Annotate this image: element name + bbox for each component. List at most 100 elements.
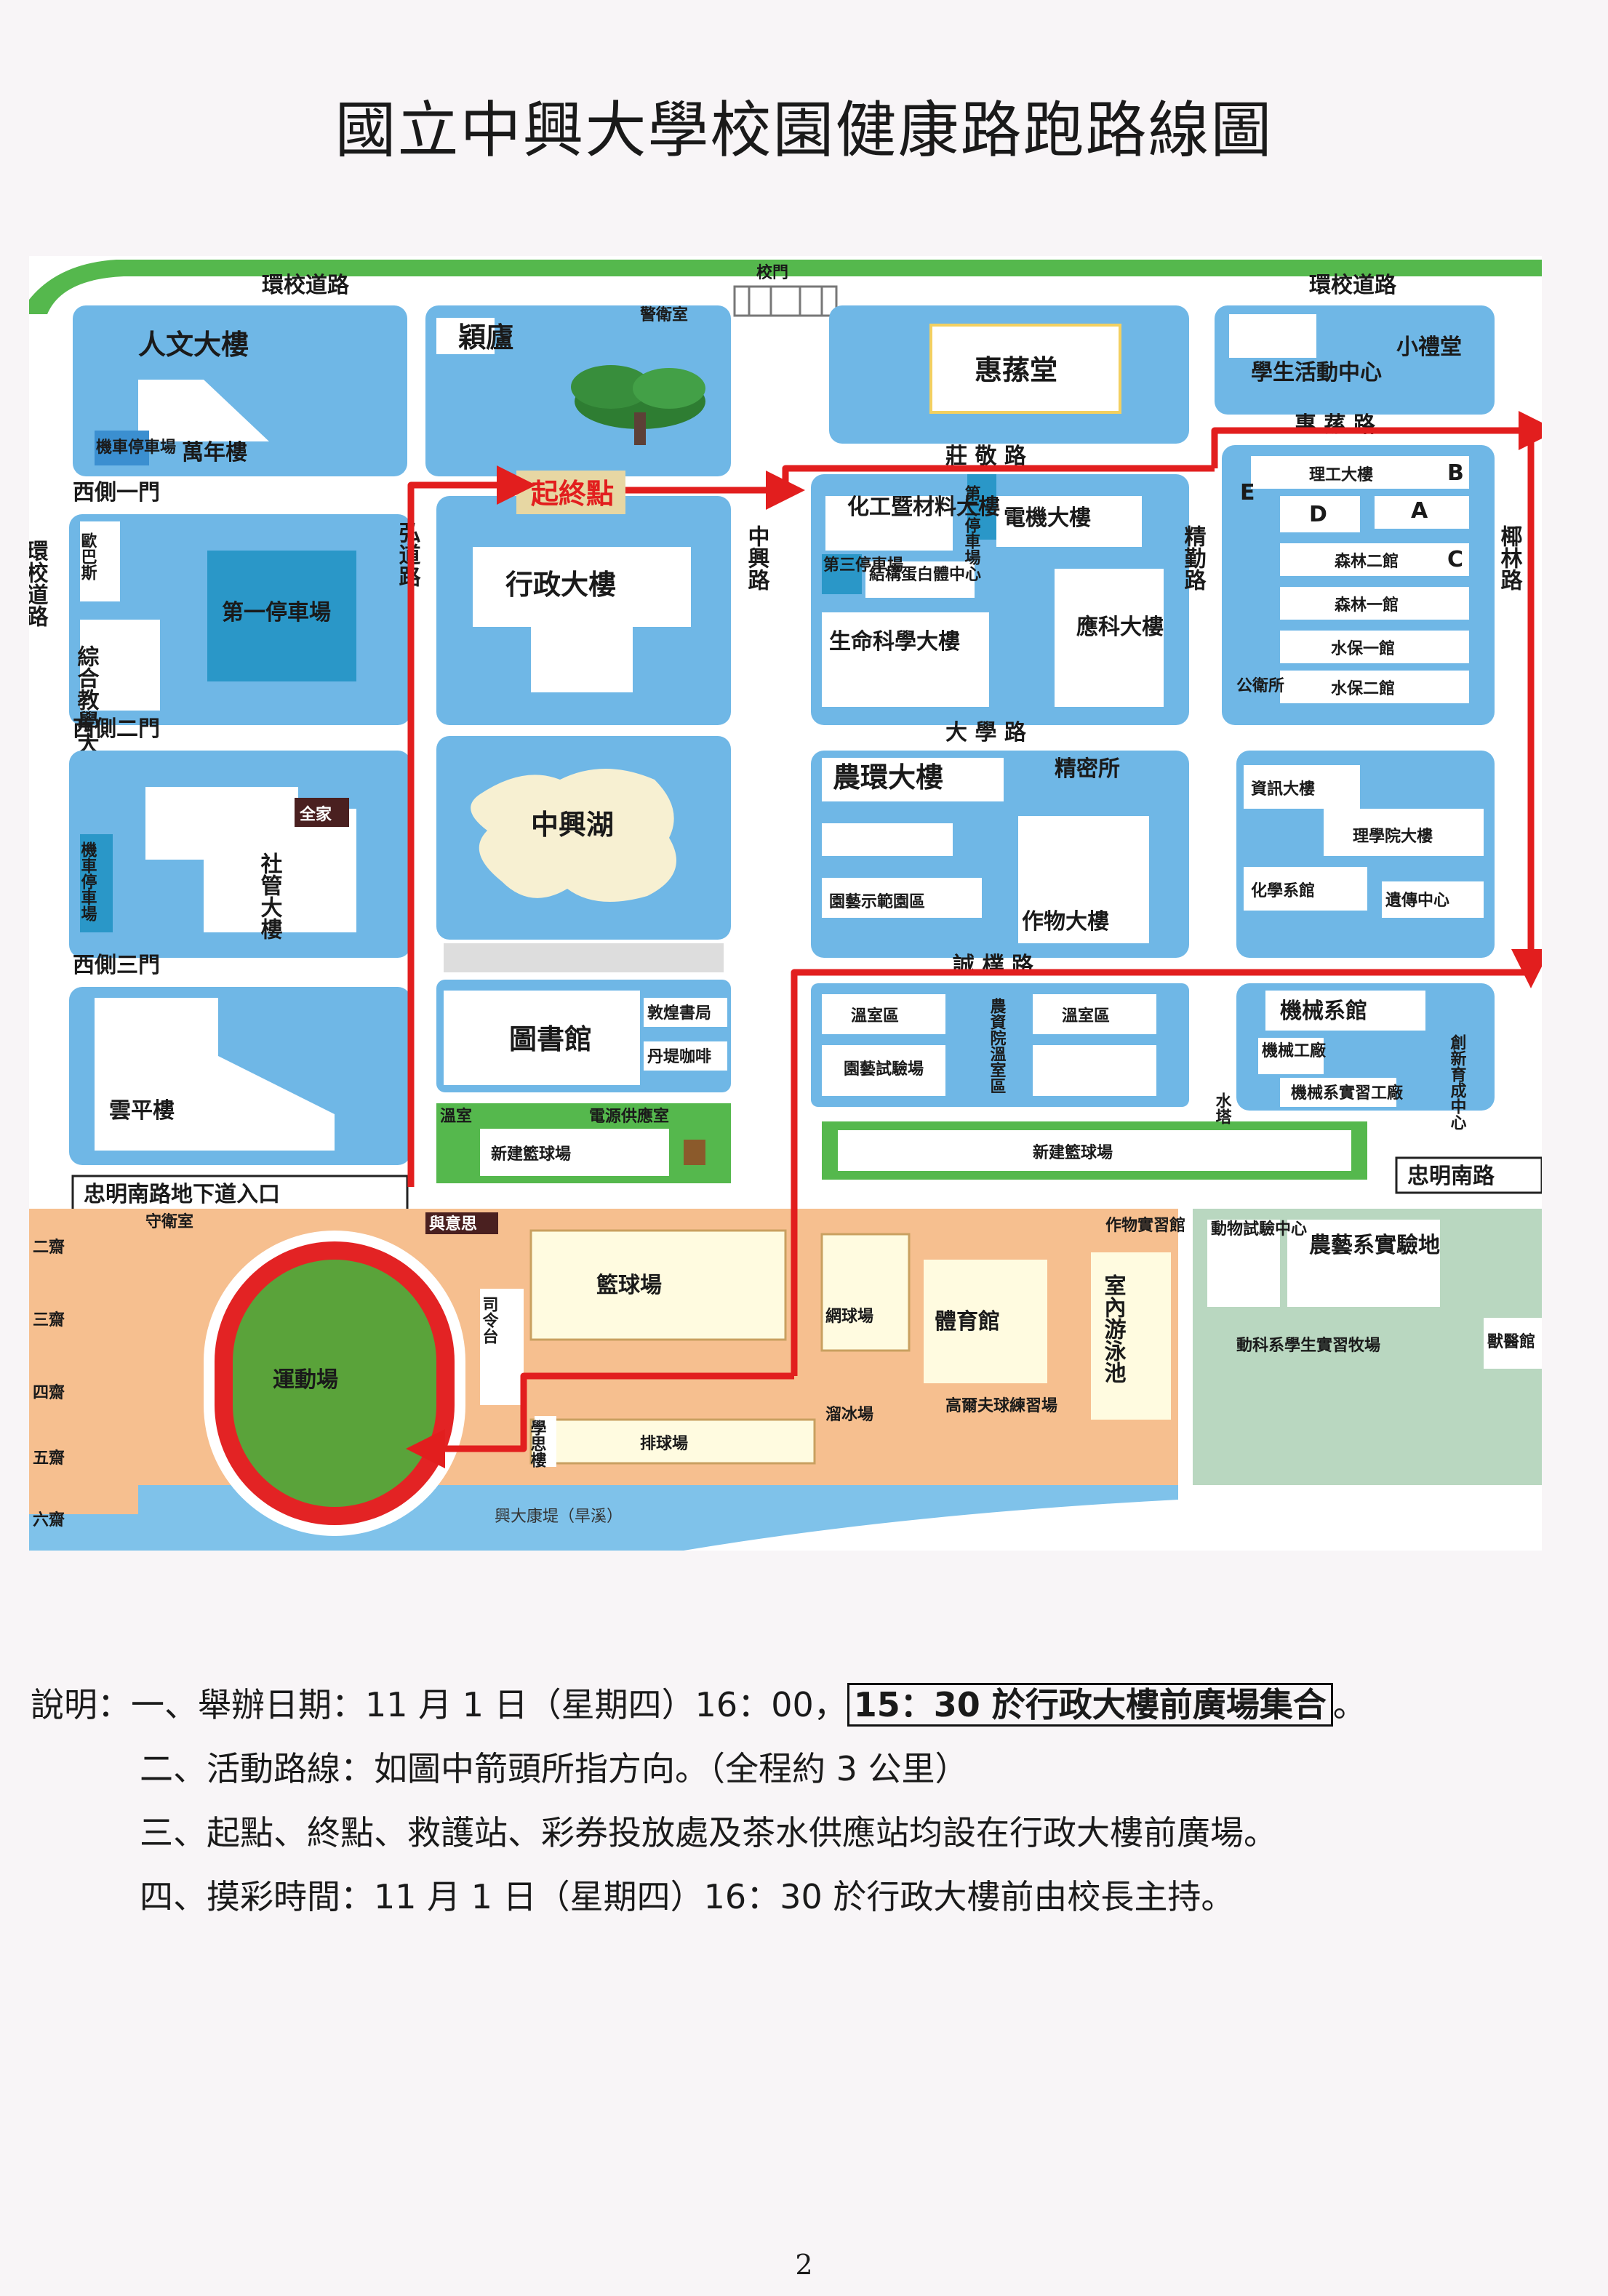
label-shui-bao-2: 水保二館 xyxy=(1331,679,1395,698)
note-item-1-end: 。 xyxy=(1332,1685,1367,1724)
label-new-basketball-1: 新建籃球場 xyxy=(491,1145,571,1164)
label-west-gate-3: 西側三門 xyxy=(73,953,160,978)
label-zhai-2: 二齋 xyxy=(33,1238,65,1257)
label-sen-lin-1: 森林一館 xyxy=(1335,596,1399,615)
block-new-basketball-2: 新建籃球場 xyxy=(822,1121,1367,1180)
label-sheng-ming: 生命科學大樓 xyxy=(829,629,960,655)
label-letter-d: D xyxy=(1309,502,1327,527)
label-letter-c: C xyxy=(1447,547,1463,572)
route-segment-6 xyxy=(406,1372,794,1468)
notes-prefix: 說明： xyxy=(31,1685,131,1724)
label-shou-yi: 獸醫館 xyxy=(1487,1332,1535,1351)
label-dian-ji: 電機大樓 xyxy=(1004,505,1091,531)
label-dong-ke-xi: 動科系學生實習牧場 xyxy=(1236,1336,1380,1355)
label-ti-yu-guan: 體育館 xyxy=(935,1309,1000,1335)
label-chuang-xin: 創新育成中心 xyxy=(1448,1034,1467,1130)
label-west-gate-1: 西側一門 xyxy=(73,480,160,505)
label-gao-er-fu: 高爾夫球練習場 xyxy=(945,1396,1057,1415)
label-ring-road-left: 環校道路 xyxy=(262,273,350,298)
label-da-xue-road: 大 學 路 xyxy=(945,720,1027,745)
note-item-4: 四、摸彩時間：11 月 1 日（星期四）16：30 於行政大樓前由校長主持。 xyxy=(140,1877,1235,1916)
label-tu-shu-guan: 圖書館 xyxy=(509,1023,592,1055)
label-ring-road-right: 環校道路 xyxy=(1309,273,1397,298)
label-guard-room: 警衛室 xyxy=(639,305,688,324)
label-nong-zi-yuan: 農資院溫室區 xyxy=(988,998,1007,1094)
label-jiche-1: 機車停車場 xyxy=(96,438,176,457)
label-zi-xun: 資訊大樓 xyxy=(1251,780,1315,799)
label-west-gate-2: 西側二門 xyxy=(73,716,160,742)
route-segment-3 xyxy=(1211,411,1542,468)
underpass-entrance: 忠明南路地下道入口 xyxy=(71,1175,409,1212)
label-zhai-3: 三齋 xyxy=(33,1311,65,1329)
label-ji-xie-xi: 機械系館 xyxy=(1280,999,1367,1024)
label-zhai-4: 四齋 xyxy=(33,1383,65,1402)
campus-map: 人文大樓 萬年樓 機車停車場 穎廬 警衛室 校門 惠蓀堂 學生活動中心 小禮堂 … xyxy=(29,256,1542,1551)
label-ying-ke: 應科大樓 xyxy=(1076,615,1164,640)
campus-map-svg: 人文大樓 萬年樓 機車停車場 穎廬 警衛室 校門 惠蓀堂 學生活動中心 小禮堂 … xyxy=(29,256,1542,1551)
label-main-gate: 校門 xyxy=(756,263,788,282)
green-band xyxy=(29,260,1542,314)
label-dun-huang: 敦煌書局 xyxy=(647,1004,711,1023)
label-shi-nei-you-yong: 室內游泳池 xyxy=(1100,1273,1127,1383)
label-shui-bao-1: 水保一館 xyxy=(1331,639,1395,658)
block-zi-xun: 資訊大樓 理學院大樓 化學系館 遺傳中心 xyxy=(1236,751,1495,958)
label-wen-shi-1: 溫室 xyxy=(440,1107,472,1126)
label-shui-ta: 水塔 xyxy=(1213,1092,1232,1124)
label-di-san-tingche: 第三停車場 xyxy=(823,556,903,575)
label-hua-gong: 化工暨材料大樓 xyxy=(847,495,1000,520)
label-ring-road-vertical: 環校道路 xyxy=(29,540,49,627)
label-dian-yuan: 電源供應室 xyxy=(589,1107,669,1126)
block-hui-sun-tang: 惠蓀堂 xyxy=(829,305,1189,444)
label-zhai-6: 六齋 xyxy=(33,1511,65,1529)
block-new-basketball-1: 溫室 電源供應室 新建籃球場 xyxy=(436,1103,731,1183)
label-new-basketball-2: 新建籃球場 xyxy=(1033,1143,1113,1162)
label-wen-shi-qu-2: 溫室區 xyxy=(1062,1007,1110,1025)
label-student-activity: 學生活動中心 xyxy=(1251,360,1382,385)
label-ji-xie-shi-xi: 機械系實習工廠 xyxy=(1291,1084,1404,1103)
label-yuan-yi-shi-yan: 園藝試驗場 xyxy=(844,1060,924,1079)
label-li-gong: 理工大樓 xyxy=(1309,466,1373,484)
label-xing-zheng: 行政大樓 xyxy=(505,569,616,601)
label-letter-b: B xyxy=(1447,460,1464,486)
label-yi-chuan: 遺傳中心 xyxy=(1385,892,1449,910)
label-wang-qiu-chang: 網球場 xyxy=(825,1307,873,1326)
label-xiao-li-tang: 小禮堂 xyxy=(1396,335,1462,360)
label-nong-yi-xi: 農藝系實驗地 xyxy=(1309,1233,1440,1258)
label-zhong-ming-road: 忠明南路 xyxy=(1407,1164,1495,1189)
label-jie-gou: 結構蛋白體中心 xyxy=(869,565,981,584)
label-kang-di: 興大康堤（旱溪） xyxy=(495,1508,623,1526)
route-segment-7 xyxy=(407,465,536,1187)
label-jing-qin-road: 精勤路 xyxy=(1180,525,1207,591)
start-end-point: 起終點 xyxy=(516,471,625,514)
label-hui-sun-road: 惠 蓀 路 xyxy=(1295,412,1376,438)
label-zuo-wu: 作物大樓 xyxy=(1022,909,1109,935)
note-item-3: 三、起點、終點、救護站、彩券投放處及茶水供應站均設在行政大樓前廣場。 xyxy=(140,1813,1277,1852)
notes: 說明：一、舉辦日期：11 月 1 日（星期四）16：00，15：30 於行政大樓… xyxy=(31,1673,1572,1929)
route-segment-2 xyxy=(782,465,1215,490)
label-ying-lu: 穎廬 xyxy=(458,321,513,353)
label-dong-wu-shi-yan: 動物試驗中心 xyxy=(1211,1220,1307,1239)
label-si-ling-tai: 司令台 xyxy=(480,1296,499,1344)
block-she-guan: 全家 社管大樓 機車停車場 xyxy=(69,751,411,958)
agri-area: 動物試驗中心 農藝系實驗地 動科系學生實習牧場 獸醫館 xyxy=(1193,1209,1542,1485)
note-item-1-highlight: 15：30 於行政大樓前廣場集合 xyxy=(847,1683,1333,1727)
note-item-1: 說明：一、舉辦日期：11 月 1 日（星期四）16：00，15：30 於行政大樓… xyxy=(31,1673,1572,1737)
label-yun-ping: 雲平樓 xyxy=(109,1098,175,1124)
label-underpass: 忠明南路地下道入口 xyxy=(84,1182,280,1207)
block-zong-he: 歐巴斯 第一停車場 綜合教學大樓 xyxy=(69,514,411,776)
label-letter-a: A xyxy=(1411,498,1428,524)
block-yun-ping: 雲平樓 xyxy=(69,987,411,1165)
note-item-2: 二、活動路線：如圖中箭頭所指方向。（全程約 3 公里） xyxy=(140,1749,969,1788)
label-di-yi-tingche: 第一停車場 xyxy=(222,600,331,625)
running-route xyxy=(406,411,1542,1468)
block-ying-lu: 穎廬 警衛室 xyxy=(425,305,731,476)
block-wen-shi-qu: 溫室區 溫室區 農資院溫室區 園藝試驗場 xyxy=(811,983,1189,1107)
label-zhai-5: 五齋 xyxy=(33,1449,65,1468)
route-segment-5 xyxy=(791,969,1531,1376)
label-ou-ba-si: 歐巴斯 xyxy=(79,532,97,581)
block-hua-gong: 化工暨材料大樓 電機大樓 結構蛋白體中心 第二停車場 第三停車場 生命科學大樓 … xyxy=(811,474,1189,725)
label-jing-mi: 精密所 xyxy=(1055,756,1120,782)
label-yun-dong-chang: 運動場 xyxy=(273,1367,338,1393)
label-yu-yi-ju: 與意思 xyxy=(429,1215,477,1233)
label-di-er-tingche: 第二停車場 xyxy=(962,484,981,566)
